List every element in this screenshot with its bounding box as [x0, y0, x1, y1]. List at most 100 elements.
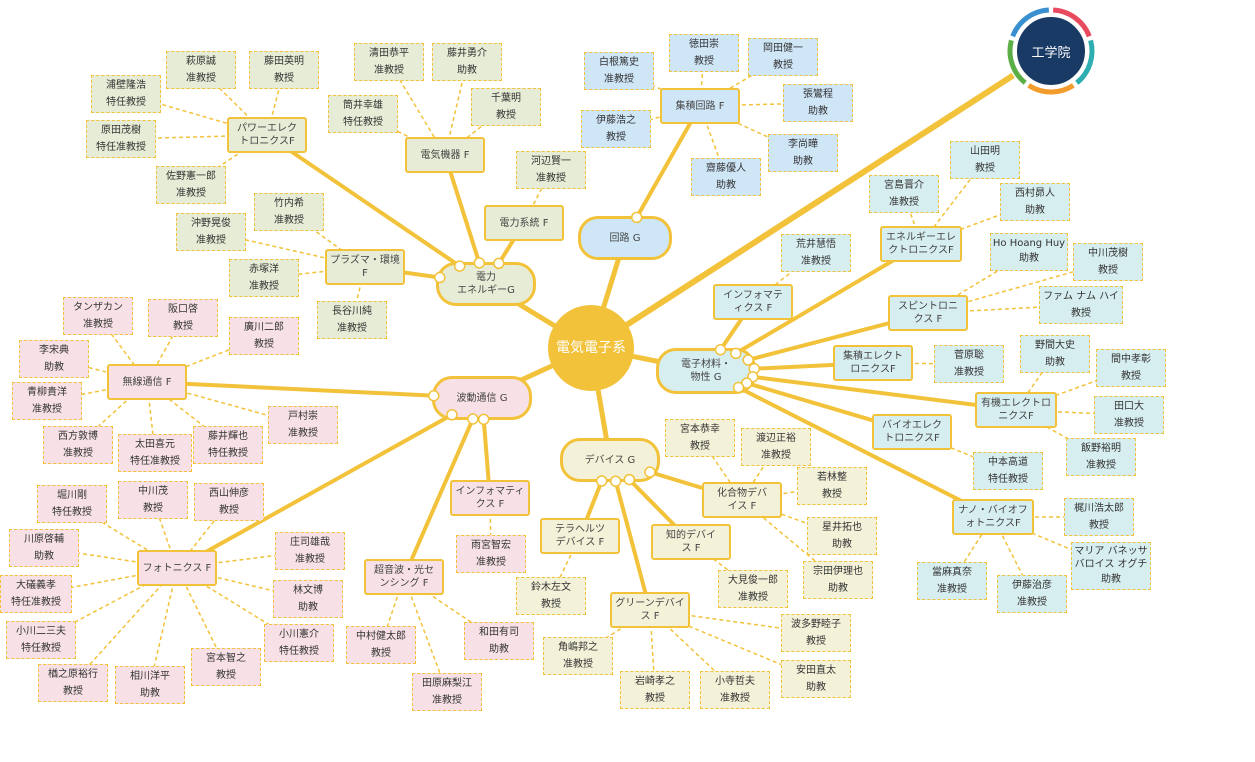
member-card[interactable]: 小川憲介特任教授	[264, 624, 334, 662]
member-card[interactable]: 齋藤優人助教	[691, 158, 761, 196]
lab-node[interactable]: グリーンデバイス F	[610, 592, 690, 628]
member-card[interactable]: 李宋典助教	[19, 340, 89, 378]
member-card[interactable]: 宗田伊理也助教	[803, 561, 873, 599]
member-card[interactable]: 藤田英明教授	[249, 51, 319, 89]
department-node[interactable]: 電気電子系	[548, 305, 634, 391]
member-card[interactable]: 林文博助教	[273, 580, 343, 618]
lab-node[interactable]: パワーエレクトロニクスF	[227, 117, 307, 153]
member-card[interactable]: 藤井勇介助教	[432, 43, 502, 81]
member-card[interactable]: 西方敦博准教授	[43, 426, 113, 464]
member-card[interactable]: 岡田健一教授	[748, 38, 818, 76]
member-card[interactable]: 宮島晋介准教授	[869, 175, 939, 213]
member-card[interactable]: 浦壁隆浩特任教授	[91, 75, 161, 113]
lab-node[interactable]: 集積回路 F	[660, 88, 740, 124]
member-card[interactable]: 戸村崇准教授	[268, 406, 338, 444]
member-card[interactable]: 小寺哲夫准教授	[700, 671, 770, 709]
member-card[interactable]: 中川茂教授	[118, 481, 188, 519]
lab-node[interactable]: 無線通信 F	[107, 364, 187, 400]
lab-node[interactable]: ナノ・バイオフォトニクスF	[952, 499, 1034, 535]
member-card[interactable]: 青柳貴洋准教授	[12, 382, 82, 420]
member-card[interactable]: 千葉明教授	[471, 88, 541, 126]
member-card[interactable]: 張鸞程助教	[783, 84, 853, 122]
member-card[interactable]: 赤塚洋准教授	[229, 259, 299, 297]
member-card[interactable]: 中村健太郎教授	[346, 626, 416, 664]
member-card[interactable]: 清田恭平准教授	[354, 43, 424, 81]
lab-node[interactable]: 超音波・光センシング F	[364, 559, 444, 595]
lab-node[interactable]: バイオエレクトロニクスF	[872, 414, 952, 450]
group-node[interactable]: 電力エネルギーG	[436, 262, 536, 306]
member-card[interactable]: 鈴木左文教授	[516, 577, 586, 615]
member-card[interactable]: 太田喜元特任准教授	[118, 434, 192, 472]
member-card[interactable]: 藤井輝也特任教授	[193, 426, 263, 464]
lab-node[interactable]: フォトニクス F	[137, 550, 217, 586]
member-card[interactable]: 西山伸彦教授	[194, 483, 264, 521]
member-card[interactable]: 田口大准教授	[1094, 396, 1164, 434]
member-card[interactable]: 沖野晃俊准教授	[176, 213, 246, 251]
lab-node[interactable]: 有機エレクトロニクスF	[975, 392, 1057, 428]
member-card[interactable]: 河辺賢一准教授	[516, 151, 586, 189]
lab-node[interactable]: インフォマティクス F	[450, 480, 530, 516]
member-card[interactable]: 宮本恭幸教授	[665, 419, 735, 457]
member-card[interactable]: 徳田崇教授	[669, 34, 739, 72]
member-card[interactable]: 間中孝彰教授	[1096, 349, 1166, 387]
member-card[interactable]: 星井拓也助教	[807, 517, 877, 555]
member-card[interactable]: 阪口啓教授	[148, 299, 218, 337]
member-card[interactable]: 岩崎孝之教授	[620, 671, 690, 709]
lab-node[interactable]: 化合物デバイス F	[702, 482, 782, 518]
member-card[interactable]: 楢之原裕行教授	[38, 664, 108, 702]
member-card[interactable]: 若林整教授	[797, 467, 867, 505]
member-card[interactable]: 和田有司助教	[464, 622, 534, 660]
member-card[interactable]: 波多野睦子教授	[781, 614, 851, 652]
member-card[interactable]: 原田茂樹特任准教授	[86, 120, 156, 158]
member-card[interactable]: 中川茂樹教授	[1073, 243, 1143, 281]
group-node[interactable]: 電子材料・物性 G	[656, 348, 756, 394]
lab-node[interactable]: 集積エレクトロニクスF	[833, 345, 913, 381]
member-card[interactable]: 竹内希准教授	[254, 193, 324, 231]
lab-node[interactable]: 電力系統 F	[484, 205, 564, 241]
lab-node[interactable]: エネルギーエレクトロニクスF	[880, 226, 962, 262]
member-card[interactable]: 伊藤治彦准教授	[997, 575, 1067, 613]
member-card[interactable]: ファム ナム ハイ教授	[1039, 286, 1123, 324]
member-card[interactable]: 大見俊一郎准教授	[718, 570, 788, 608]
member-card[interactable]: 川原啓輔助教	[9, 529, 79, 567]
group-node[interactable]: 回路 G	[578, 216, 672, 260]
member-card[interactable]: 飯野裕明准教授	[1066, 438, 1136, 476]
member-card[interactable]: 宮本智之教授	[191, 648, 261, 686]
member-card[interactable]: 堀川剛特任教授	[37, 485, 107, 523]
member-card[interactable]: 相川洋平助教	[115, 666, 185, 704]
member-card[interactable]: 筒井幸雄特任教授	[328, 95, 398, 133]
member-card[interactable]: 梶川浩太郎教授	[1064, 498, 1134, 536]
member-card[interactable]: 中本高道特任教授	[973, 452, 1043, 490]
lab-node[interactable]: スピントロニクス F	[888, 295, 968, 331]
member-card[interactable]: 萩原誠准教授	[166, 51, 236, 89]
member-card[interactable]: 白根篤史准教授	[584, 52, 654, 90]
group-node[interactable]: デバイス G	[560, 438, 660, 482]
lab-node[interactable]: テラヘルツデバイス F	[540, 518, 620, 554]
member-card[interactable]: 安田直太助教	[781, 660, 851, 698]
member-card[interactable]: 李尚曄助教	[768, 134, 838, 172]
lab-node[interactable]: 電気機器 F	[405, 137, 485, 173]
member-card[interactable]: 菅原聡准教授	[934, 345, 1004, 383]
group-node[interactable]: 波動通信 G	[432, 376, 532, 420]
member-card[interactable]: 大礒義孝特任准教授	[0, 575, 72, 613]
member-card[interactable]: 野間大史助教	[1020, 335, 1090, 373]
member-card[interactable]: 長谷川純准教授	[317, 301, 387, 339]
member-card[interactable]: 渡辺正裕准教授	[741, 428, 811, 466]
member-card[interactable]: 當麻真奈准教授	[917, 562, 987, 600]
member-card[interactable]: 庄司雄哉准教授	[275, 532, 345, 570]
member-card[interactable]: マリア バネッサ バロイス オグチ助教	[1071, 542, 1151, 590]
member-card[interactable]: 廣川二郎教授	[229, 317, 299, 355]
member-card[interactable]: 小川二三夫特任教授	[6, 621, 76, 659]
member-card[interactable]: 西村昴人助教	[1000, 183, 1070, 221]
member-card[interactable]: 荒井慧悟准教授	[781, 234, 851, 272]
lab-node[interactable]: 知的デバイス F	[651, 524, 731, 560]
member-card[interactable]: 角嶋邦之准教授	[543, 637, 613, 675]
member-card[interactable]: タンザカン准教授	[63, 297, 133, 335]
member-card[interactable]: 雨宮智宏准教授	[456, 535, 526, 573]
member-card[interactable]: 佐野憲一郎准教授	[156, 166, 226, 204]
member-card[interactable]: 田原麻梨江准教授	[412, 673, 482, 711]
member-card[interactable]: 山田明教授	[950, 141, 1020, 179]
member-card[interactable]: 伊藤浩之教授	[581, 110, 651, 148]
lab-node[interactable]: インフォマティクス F	[713, 284, 793, 320]
